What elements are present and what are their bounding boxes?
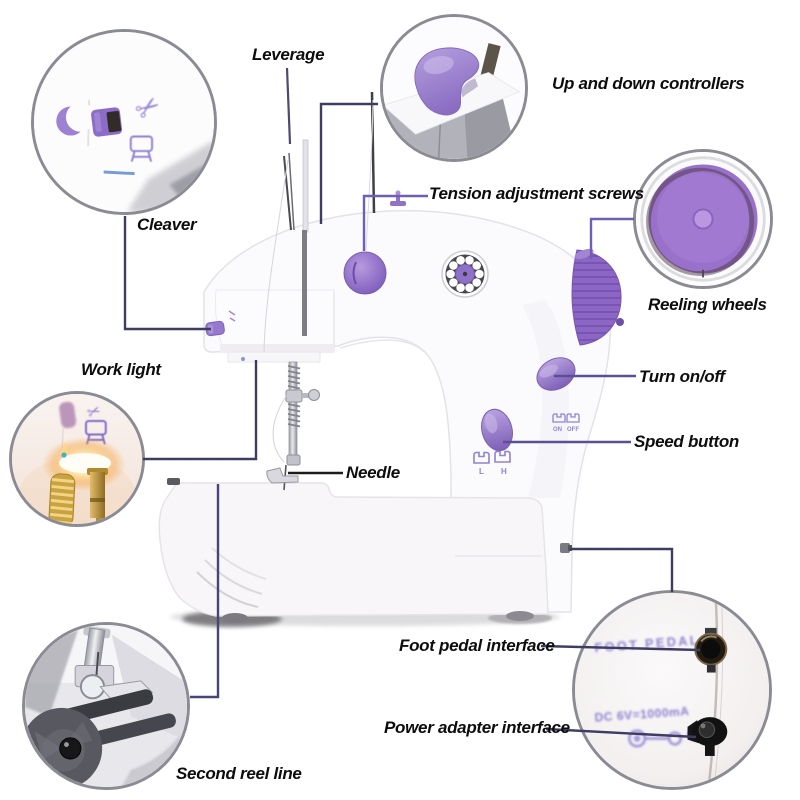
- label-second-reel: Second reel line: [176, 764, 302, 783]
- secondreel-connector-line: [190, 484, 220, 699]
- reeling-connector-line: [589, 217, 634, 259]
- sewing-machine-icon: [129, 135, 154, 162]
- leverage-line: [285, 67, 292, 145]
- reeling-detail-circle: [633, 149, 773, 289]
- brass-coil: [48, 473, 76, 524]
- rubber-foot-right: [506, 611, 534, 621]
- worklight-detail-circle: ✂: [9, 391, 145, 527]
- foot-pedal-jack: [694, 627, 728, 673]
- column-shading: [522, 300, 569, 498]
- label-reeling: Reeling wheels: [648, 295, 767, 314]
- label-turn-onoff: Turn on/off: [639, 367, 725, 386]
- label-work-light: Work light: [81, 360, 161, 379]
- reeling-detail-art: [636, 152, 770, 286]
- worklight-connector-line: [143, 360, 258, 461]
- work-light-housing: [227, 351, 321, 363]
- housing-seam: [707, 595, 719, 785]
- thread-line: [365, 99, 374, 251]
- needle-bar-spring: [287, 365, 301, 428]
- pattern-dial-wheel: [441, 250, 489, 298]
- high-speed-label: H: [501, 467, 507, 476]
- off-label: OFF: [567, 427, 579, 433]
- power-rating-print: DC 6V=1000mA: [594, 704, 690, 725]
- bobbin-winder-pin: [390, 190, 406, 206]
- interfaces-detail-circle: FOOT PEDAL DC 6V=1000mA: [572, 590, 772, 790]
- speed-markings: [473, 450, 511, 464]
- label-foot-pedal: Foot pedal interface: [399, 636, 555, 655]
- cleaver-connector-line: [123, 216, 211, 331]
- presser-foot: [266, 467, 299, 484]
- label-needle: Needle: [346, 463, 400, 482]
- wheel-center-button: [692, 208, 714, 230]
- updown-connector-line: [319, 102, 378, 224]
- footpedal-label-line: [540, 644, 701, 652]
- footpedal-connector-line: [570, 547, 674, 592]
- spool-pins: [263, 91, 376, 353]
- arm-underside-seam: [339, 339, 425, 353]
- cleaver-clip: [91, 107, 123, 137]
- scissors-icon: ✂: [85, 402, 104, 423]
- needle-bar-assembly: [266, 230, 320, 491]
- power-button: [536, 357, 576, 391]
- mauve-blob: [59, 401, 77, 429]
- onoff-markings: [552, 413, 580, 423]
- tension-connector-line: [362, 194, 428, 251]
- worklight-detail-art: ✂: [12, 394, 142, 524]
- label-up-down: Up and down controllers: [552, 74, 745, 93]
- low-speed-label: L: [479, 467, 484, 476]
- blue-thread-mark: [103, 170, 135, 176]
- label-leverage: Leverage: [252, 45, 325, 64]
- tension-knob: [343, 251, 387, 295]
- poweradapter-label-line: [545, 727, 697, 739]
- led-point: [61, 452, 67, 458]
- work-light-led: [241, 357, 245, 361]
- clamp-screw: [308, 389, 320, 401]
- label-tension: Tension adjustment screws: [429, 184, 644, 203]
- label-cleaver: Cleaver: [137, 215, 197, 234]
- presser-foot-closeup: [99, 680, 154, 703]
- label-power-adapter: Power adapter interface: [384, 718, 570, 737]
- base-edge-nub: [167, 478, 180, 485]
- machine-base: [158, 478, 549, 623]
- reeling-wheel: [571, 248, 624, 346]
- thread-loop: [272, 394, 288, 463]
- thread-guide-marks: [228, 310, 236, 322]
- thread-line: [263, 159, 289, 353]
- on-label: ON: [553, 427, 562, 433]
- rubber-foot-left: [222, 613, 248, 623]
- label-speed: Speed button: [634, 432, 739, 451]
- speed-button-control: [481, 408, 513, 452]
